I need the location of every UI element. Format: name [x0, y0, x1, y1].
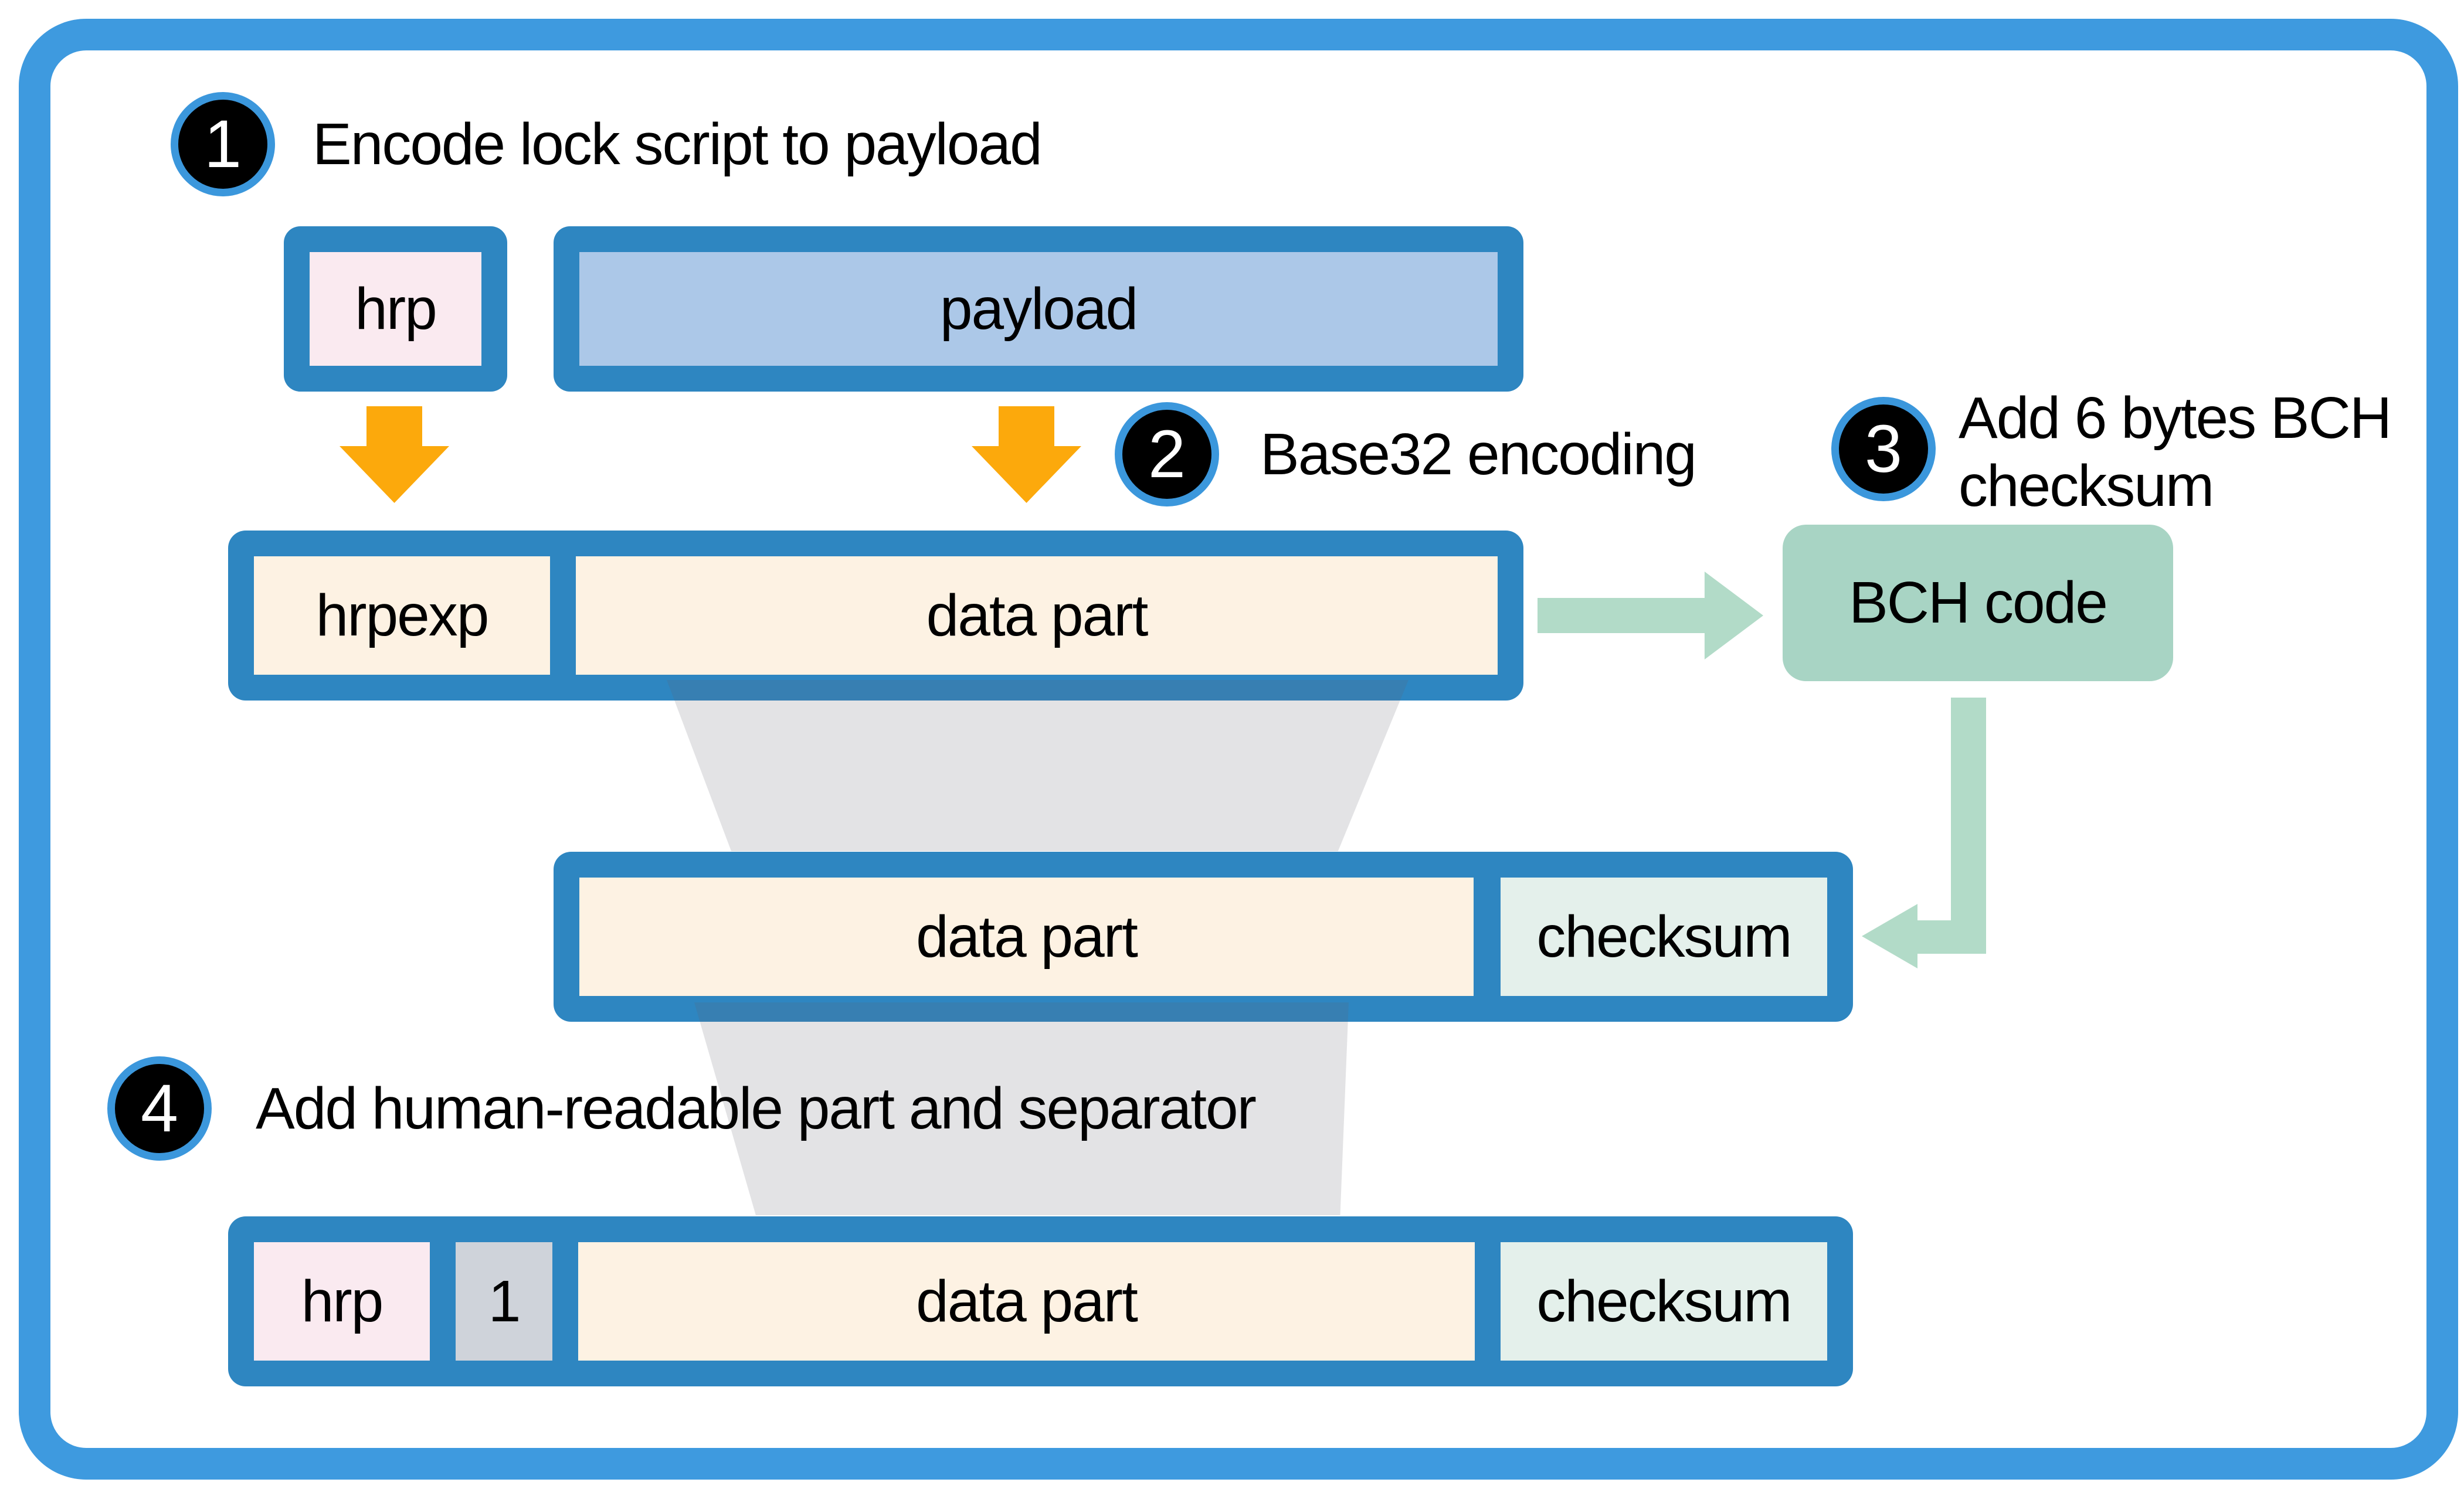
checksum-box-final: checksum	[1501, 1242, 1827, 1361]
bch-code-label: BCH code	[1849, 570, 2108, 635]
step-2-number: 2	[1148, 416, 1186, 492]
funnel-top-shape	[667, 680, 1409, 851]
hrpexp-box: hrpexp	[254, 556, 550, 675]
outer-border-frame	[19, 19, 2458, 1480]
separator-box: 1	[456, 1242, 552, 1361]
row-final-address: hrp 1 data part checksum	[228, 1216, 1853, 1386]
funnel-bottom-shape	[694, 1002, 1349, 1215]
step-4-label: Add human-readable part and separator	[256, 1075, 1257, 1141]
step-3-label-line1: Add 6 bytes BCH	[1959, 385, 2392, 451]
datapart-box-final: data part	[578, 1242, 1475, 1361]
payload-box: payload	[554, 226, 1523, 392]
step-4-badge: 4	[107, 1056, 212, 1161]
separator-label: 1	[488, 1268, 521, 1334]
step-3-label-line2: checksum	[1959, 453, 2214, 519]
hrp-box: hrp	[284, 226, 507, 392]
hrp-box-final: hrp	[254, 1242, 430, 1361]
hrpexp-label: hrpexp	[315, 582, 490, 648]
row-datapart-checksum: data part checksum	[554, 852, 1853, 1022]
datapart-label-row2: data part	[926, 582, 1149, 648]
step-2-label: Base32 encoding	[1260, 421, 1697, 487]
step-4-number: 4	[141, 1070, 178, 1146]
step-3-badge: 3	[1831, 397, 1936, 501]
hrp-label-final: hrp	[301, 1268, 384, 1334]
checksum-label-final: checksum	[1536, 1268, 1792, 1334]
datapart-box-row2: data part	[576, 556, 1498, 675]
elbow-arrow-shape	[1862, 698, 1986, 968]
step-1-label: Encode lock script to payload	[313, 111, 1043, 177]
step-3-label: Add 6 bytes BCH checksum	[1959, 384, 2392, 520]
step-3-number: 3	[1865, 411, 1902, 487]
elbow-arrow-icon	[1862, 698, 1986, 968]
checksum-label-row3: checksum	[1536, 903, 1792, 970]
step-1-number: 1	[204, 106, 242, 182]
datapart-label-final: data part	[916, 1268, 1138, 1334]
row-hrpexp-datapart: hrpexp data part	[228, 531, 1523, 701]
step-2-badge: 2	[1115, 402, 1219, 506]
step-1-badge: 1	[171, 92, 275, 196]
bch-code-box: BCH code	[1783, 525, 2173, 681]
hrp-label: hrp	[355, 276, 437, 342]
payload-label: payload	[939, 276, 1138, 342]
datapart-box-row3: data part	[579, 878, 1474, 996]
datapart-label-row3: data part	[916, 903, 1138, 970]
checksum-box-row3: checksum	[1501, 878, 1827, 996]
